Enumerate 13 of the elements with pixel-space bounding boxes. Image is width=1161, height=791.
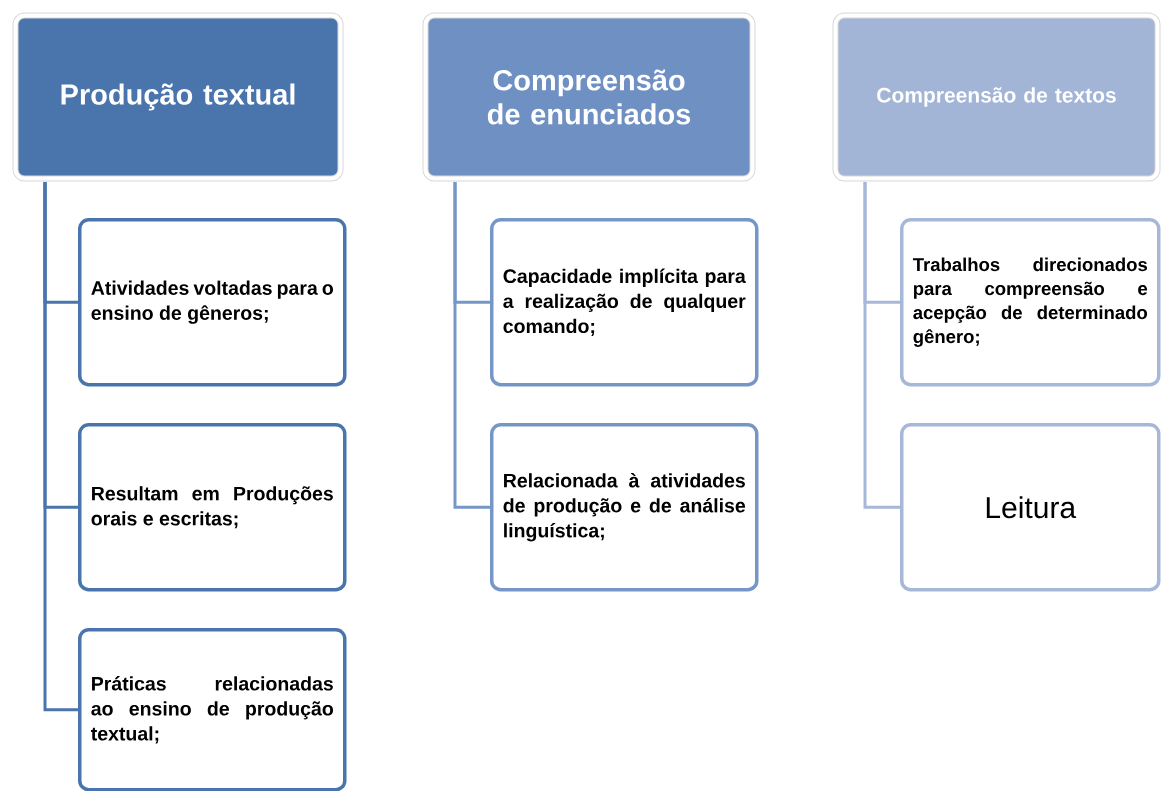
text-box: Trabalhos direcionados para compreensão e acepção de determinado gênero;	[900, 218, 1161, 387]
text-box: Atividades voltadas para o ensino de gêneros;	[78, 218, 347, 387]
category-box: Produção textual	[12, 12, 344, 182]
text-box: Práticas relacionadas ao ensino de produção textual;	[78, 628, 347, 791]
text-box: Resultam em Produções orais e escritas;	[78, 423, 347, 592]
text-box: Leitura	[900, 423, 1161, 592]
category-box: Compreensão de textos	[832, 12, 1161, 182]
text-box: Capacidade implícita para a realização de qualquer comando;	[490, 218, 759, 387]
connector-line	[863, 182, 900, 509]
category-box: Compreensão de enunciados	[422, 12, 756, 182]
text-box: Relacionada à atividades de produção e de análise linguística;	[490, 423, 759, 592]
connector-line	[453, 182, 490, 509]
connector-line	[43, 182, 78, 712]
